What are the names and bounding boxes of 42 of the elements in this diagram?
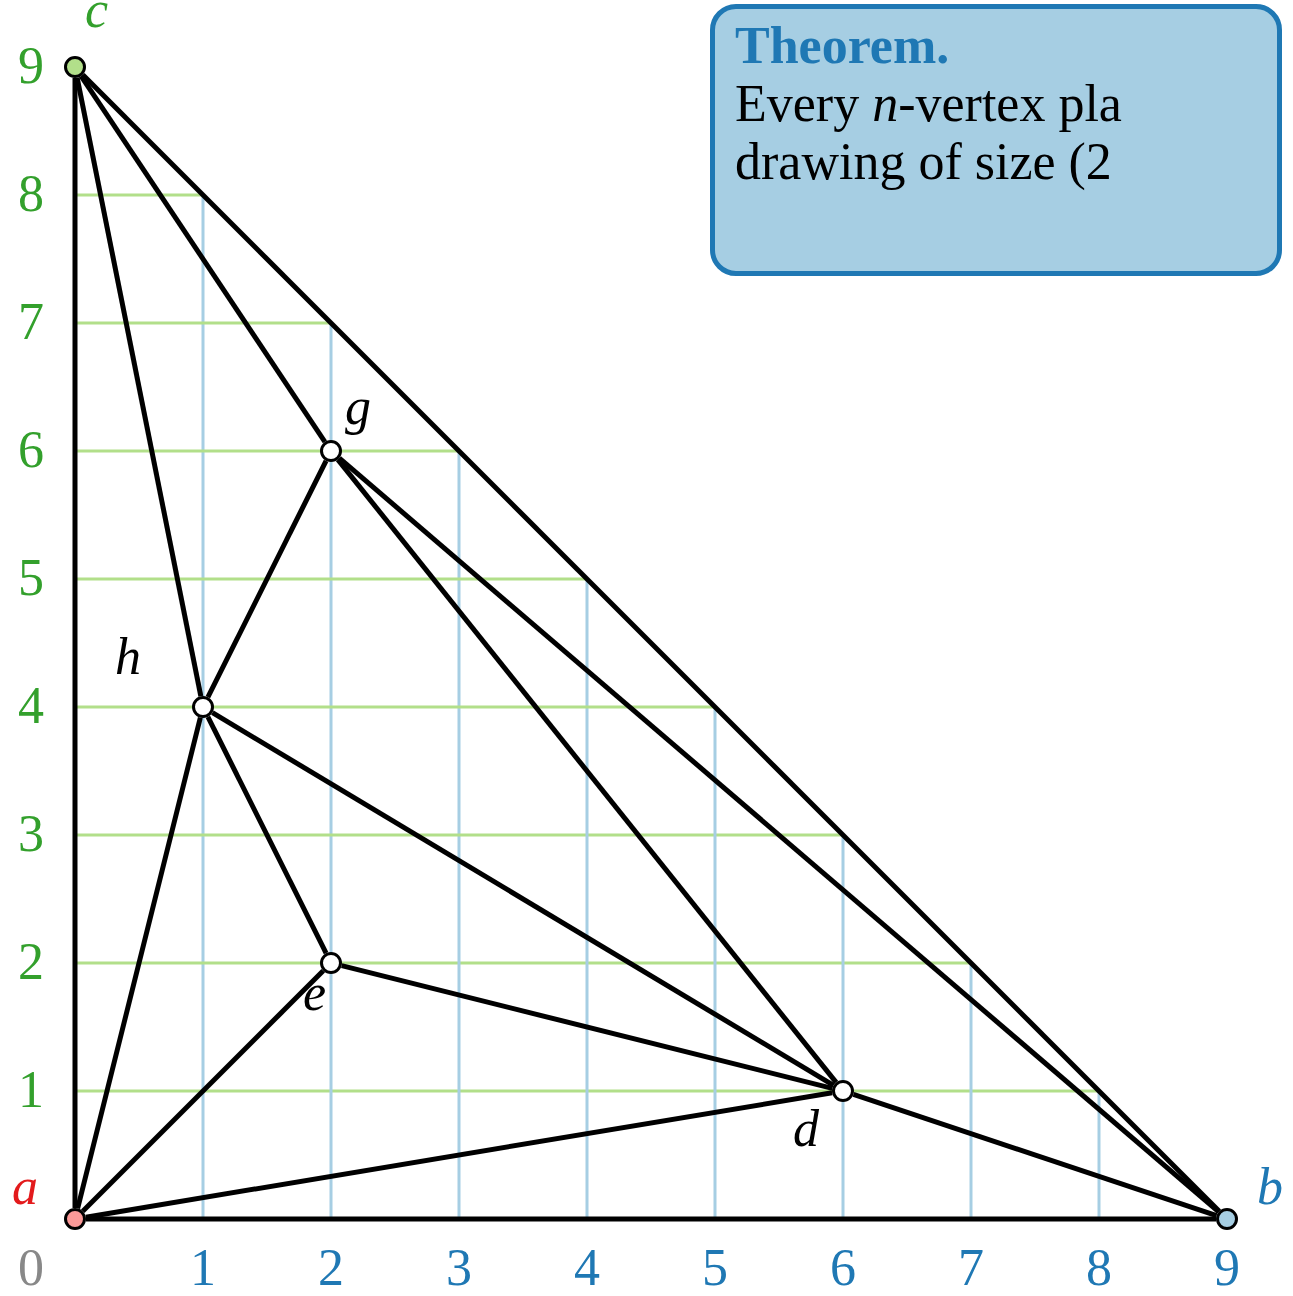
- graph-edge: [205, 459, 329, 699]
- axis-tick-label: 5: [18, 552, 44, 604]
- theorem-text: Every n-vertex pla drawing of size (2: [735, 75, 1123, 192]
- axis-tick-label: 6: [830, 1242, 856, 1294]
- axis-tick-label: 1: [190, 1242, 216, 1294]
- theorem-box: [710, 4, 1282, 276]
- graph-edge: [74, 77, 204, 697]
- axis-tick-label: 1: [18, 1064, 44, 1116]
- graph-edge: [341, 963, 833, 1091]
- vertex-label: b: [1257, 1161, 1283, 1213]
- axis-tick-label: 2: [18, 936, 44, 988]
- theorem-heading: Theorem.: [735, 17, 951, 76]
- axis-tick-label: 7: [18, 296, 44, 348]
- axis-tick-label: 4: [574, 1242, 600, 1294]
- graph-edge: [211, 710, 835, 1088]
- vertex-label: d: [793, 1103, 819, 1155]
- vertex-label: e: [303, 967, 327, 1019]
- axis-tick-label: 7: [958, 1242, 984, 1294]
- axis-tick-label: 4: [18, 680, 44, 732]
- axis-tick-label: 9: [18, 40, 44, 92]
- axis-tick-label: 3: [18, 808, 44, 860]
- graph-edge: [205, 715, 329, 955]
- vertex-label: a: [12, 1161, 38, 1213]
- axis-tick-label: 0: [18, 1242, 44, 1294]
- graph-edge: [86, 1216, 1216, 1222]
- graph-edge: [75, 717, 203, 1209]
- axis-tick-label: 3: [446, 1242, 472, 1294]
- graph-edge: [79, 74, 327, 444]
- axis-tick-label: 2: [318, 1242, 344, 1294]
- graph-edge: [85, 1090, 833, 1220]
- axis-tick-label: 8: [18, 168, 44, 220]
- axis-tick-label: 6: [18, 424, 44, 476]
- graph-edge: [335, 458, 839, 1084]
- axis-tick-label: 8: [1086, 1242, 1112, 1294]
- axis-tick-label: 5: [702, 1242, 728, 1294]
- axis-tick-label: 9: [1214, 1242, 1240, 1294]
- vertex-label: h: [115, 631, 141, 683]
- vertex-label: c: [85, 0, 109, 36]
- graph-edge: [72, 78, 78, 1208]
- graph-edge: [81, 969, 325, 1213]
- graph-edge: [852, 1092, 1218, 1218]
- vertex-label: g: [345, 381, 371, 433]
